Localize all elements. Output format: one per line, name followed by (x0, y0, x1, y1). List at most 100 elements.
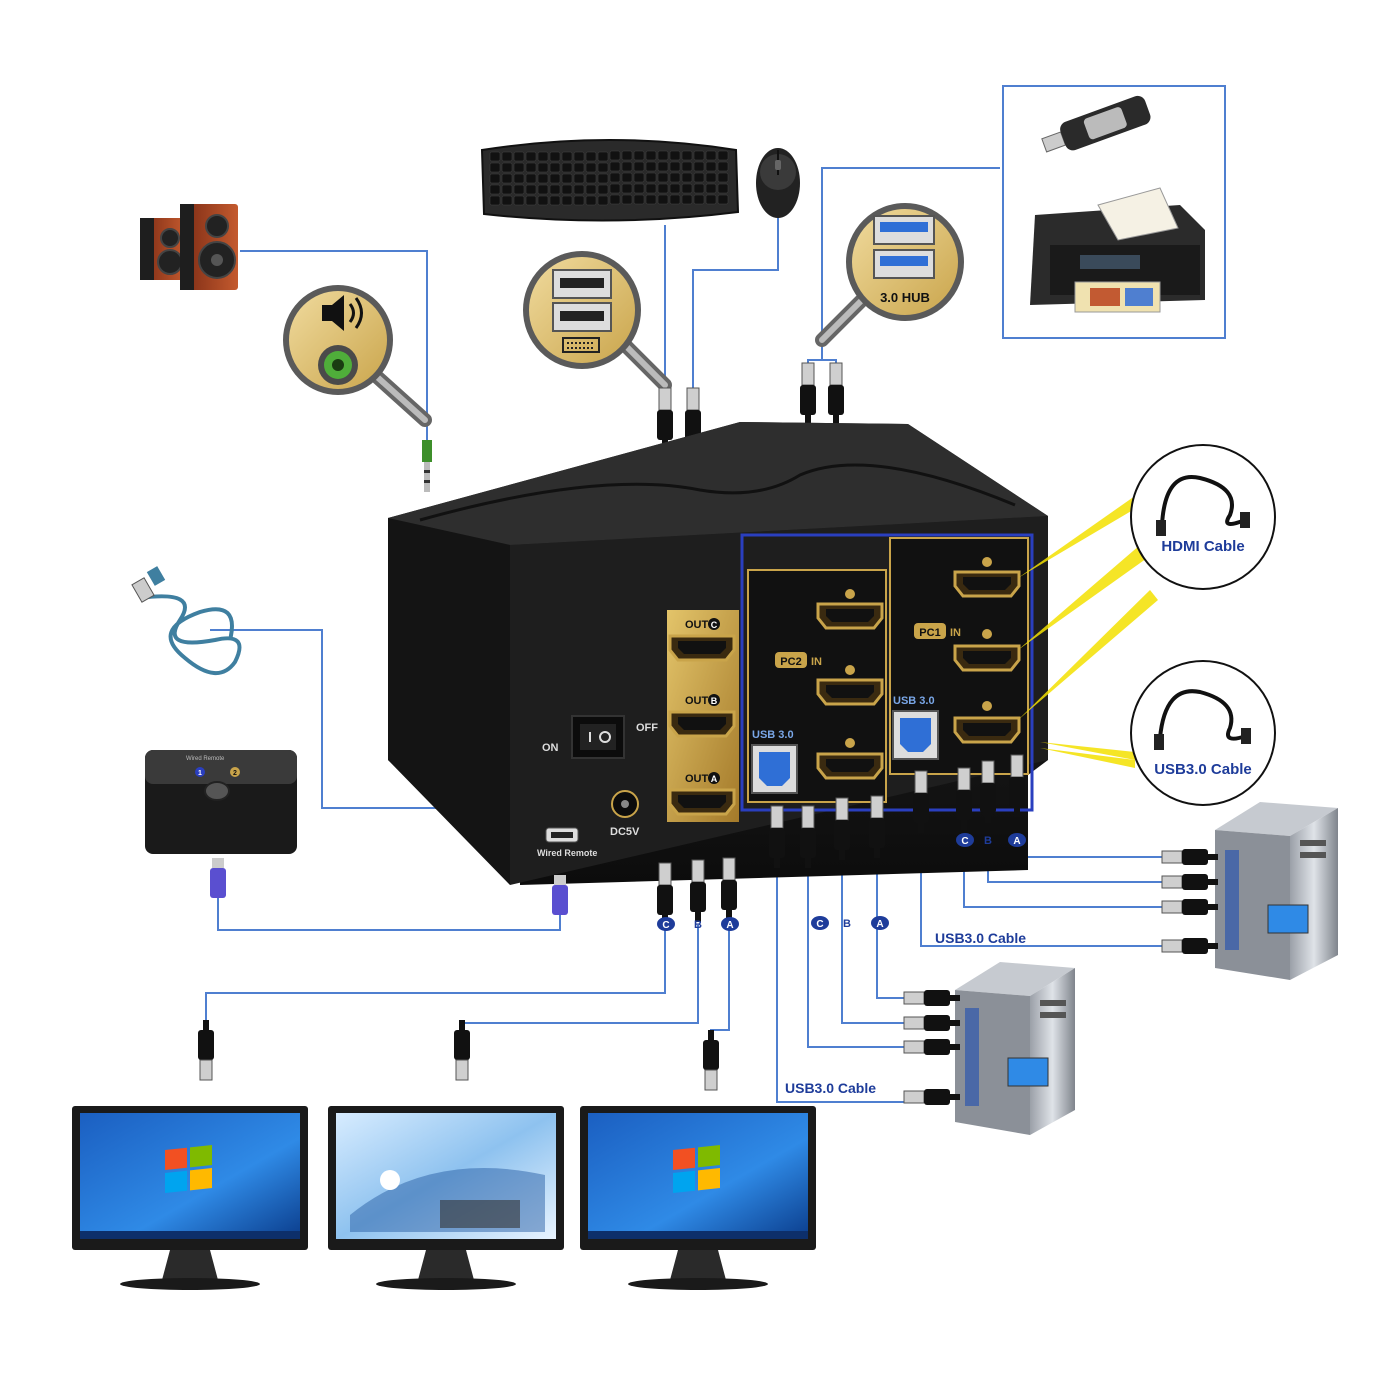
keyboard-key (549, 195, 561, 206)
monitor-3-plug (702, 1029, 720, 1091)
pc2-usb-label: USB 3.0 (752, 729, 794, 741)
hdmi-out-a[interactable] (668, 788, 736, 816)
svg-text:A: A (1013, 836, 1020, 847)
usb-hub-magnifier: 3.0 HUB (815, 203, 964, 347)
remote-cable-plug-2 (552, 875, 568, 915)
keyboard-key (513, 151, 525, 162)
keyboard-key (585, 173, 597, 184)
keyboard-key (561, 184, 573, 195)
wired-remote[interactable]: Wired Remote 1 2 (145, 750, 297, 854)
keyboard-key (693, 172, 705, 183)
keyboard-key (693, 183, 705, 194)
pc1-badge-c: C (956, 833, 974, 847)
keyboard-key (585, 162, 597, 173)
keyboard-key (609, 194, 621, 205)
svg-text:IN: IN (950, 627, 961, 639)
keyboard-key (669, 150, 681, 161)
keyboard-key (501, 195, 513, 206)
svg-text:IN: IN (811, 656, 822, 668)
svg-text:B: B (694, 919, 702, 931)
pc1-hdmi-c[interactable] (953, 570, 1021, 598)
pc1-usb-port[interactable] (892, 710, 939, 760)
keyboard-key (513, 173, 525, 184)
keyboard-key (501, 173, 513, 184)
keyboard-key (717, 172, 729, 183)
usb-cable-coil (131, 566, 242, 676)
keyboard-key (501, 151, 513, 162)
keyboard-key (573, 184, 585, 195)
keyboard-key (549, 162, 561, 173)
pc2-hdmi-c[interactable] (816, 602, 884, 630)
mouse (756, 148, 800, 218)
pc1-plug-hdmi-a (1161, 848, 1219, 866)
pc2-badge-b: B (843, 918, 851, 930)
hdmi-out-b[interactable] (668, 710, 736, 738)
dc5v-label: DC5V (610, 826, 640, 838)
svg-text:OUT: OUT (685, 695, 709, 707)
svg-text:C: C (961, 836, 968, 847)
monitor-badge-b: B (694, 919, 702, 931)
svg-text:OUT: OUT (685, 619, 709, 631)
keyboard-key (645, 183, 657, 194)
svg-text:OUT: OUT (685, 773, 709, 785)
keyboard-key (669, 172, 681, 183)
keyboard-key (681, 183, 693, 194)
pc1-plug-hdmi-c (1161, 898, 1219, 916)
pc2-usb-port[interactable] (751, 744, 798, 794)
pc1-plug-hdmi-b (1161, 873, 1219, 891)
pc2-tower (955, 962, 1075, 1135)
keyboard-key (609, 183, 621, 194)
keyboard-key (561, 195, 573, 206)
keyboard-key (693, 194, 705, 205)
kvm-switch: OUT C OUT B OUT A PC2 IN USB 3.0 (388, 422, 1048, 885)
pc1-hdmi-a[interactable] (953, 716, 1021, 744)
keyboard-key (537, 162, 549, 173)
keyboard-key (669, 183, 681, 194)
keyboard-key (489, 195, 501, 206)
keyboard-key (549, 173, 561, 184)
keyboard-usb-plug (656, 387, 674, 451)
keyboard-key (657, 183, 669, 194)
keyboard-key (705, 172, 717, 183)
pc1-plug-usb (1161, 937, 1219, 955)
pc2-hdmi-b[interactable] (816, 678, 884, 706)
keyboard-key (621, 172, 633, 183)
keyboard-key (717, 150, 729, 161)
keyboard-key (537, 151, 549, 162)
keyboard-key (525, 173, 537, 184)
audio-port-magnifier (283, 285, 432, 427)
on-label: ON (542, 742, 559, 754)
keyboard-key (549, 151, 561, 162)
wired-remote-port[interactable] (545, 827, 579, 843)
keyboard-key (537, 184, 549, 195)
pc2-hdmi-a[interactable] (816, 752, 884, 780)
usb-keyboard-port-magnifier (523, 251, 672, 392)
keyboard-key (633, 172, 645, 183)
keyboard-key (645, 172, 657, 183)
keyboard-key (561, 173, 573, 184)
off-label: OFF (636, 722, 658, 734)
svg-text:B: B (843, 918, 851, 930)
remote-cable-plug-1 (210, 858, 226, 898)
pc1-hdmi-b[interactable] (953, 644, 1021, 672)
keyboard-key (717, 161, 729, 172)
pc2-badge-a: A (871, 916, 889, 930)
keyboard (480, 139, 740, 222)
dc-power-jack[interactable] (611, 790, 639, 818)
power-switch[interactable] (571, 715, 625, 759)
keyboard-key (645, 161, 657, 172)
pc1-usb-label: USB 3.0 (893, 695, 935, 707)
keyboard-key (585, 195, 597, 206)
monitor-1-plug (197, 1019, 215, 1081)
keyboard-key (525, 195, 537, 206)
keyboard-key (693, 150, 705, 161)
keyboard-key (525, 151, 537, 162)
keyboard-key (525, 184, 537, 195)
remote-switch-button[interactable] (204, 781, 230, 801)
pc2-plug-hdmi-c (903, 1038, 961, 1056)
keyboard-key (585, 184, 597, 195)
hdmi-out-c[interactable] (668, 634, 736, 662)
speaker-volume-icon (322, 295, 363, 331)
speakers (140, 204, 238, 290)
keyboard-key (657, 150, 669, 161)
